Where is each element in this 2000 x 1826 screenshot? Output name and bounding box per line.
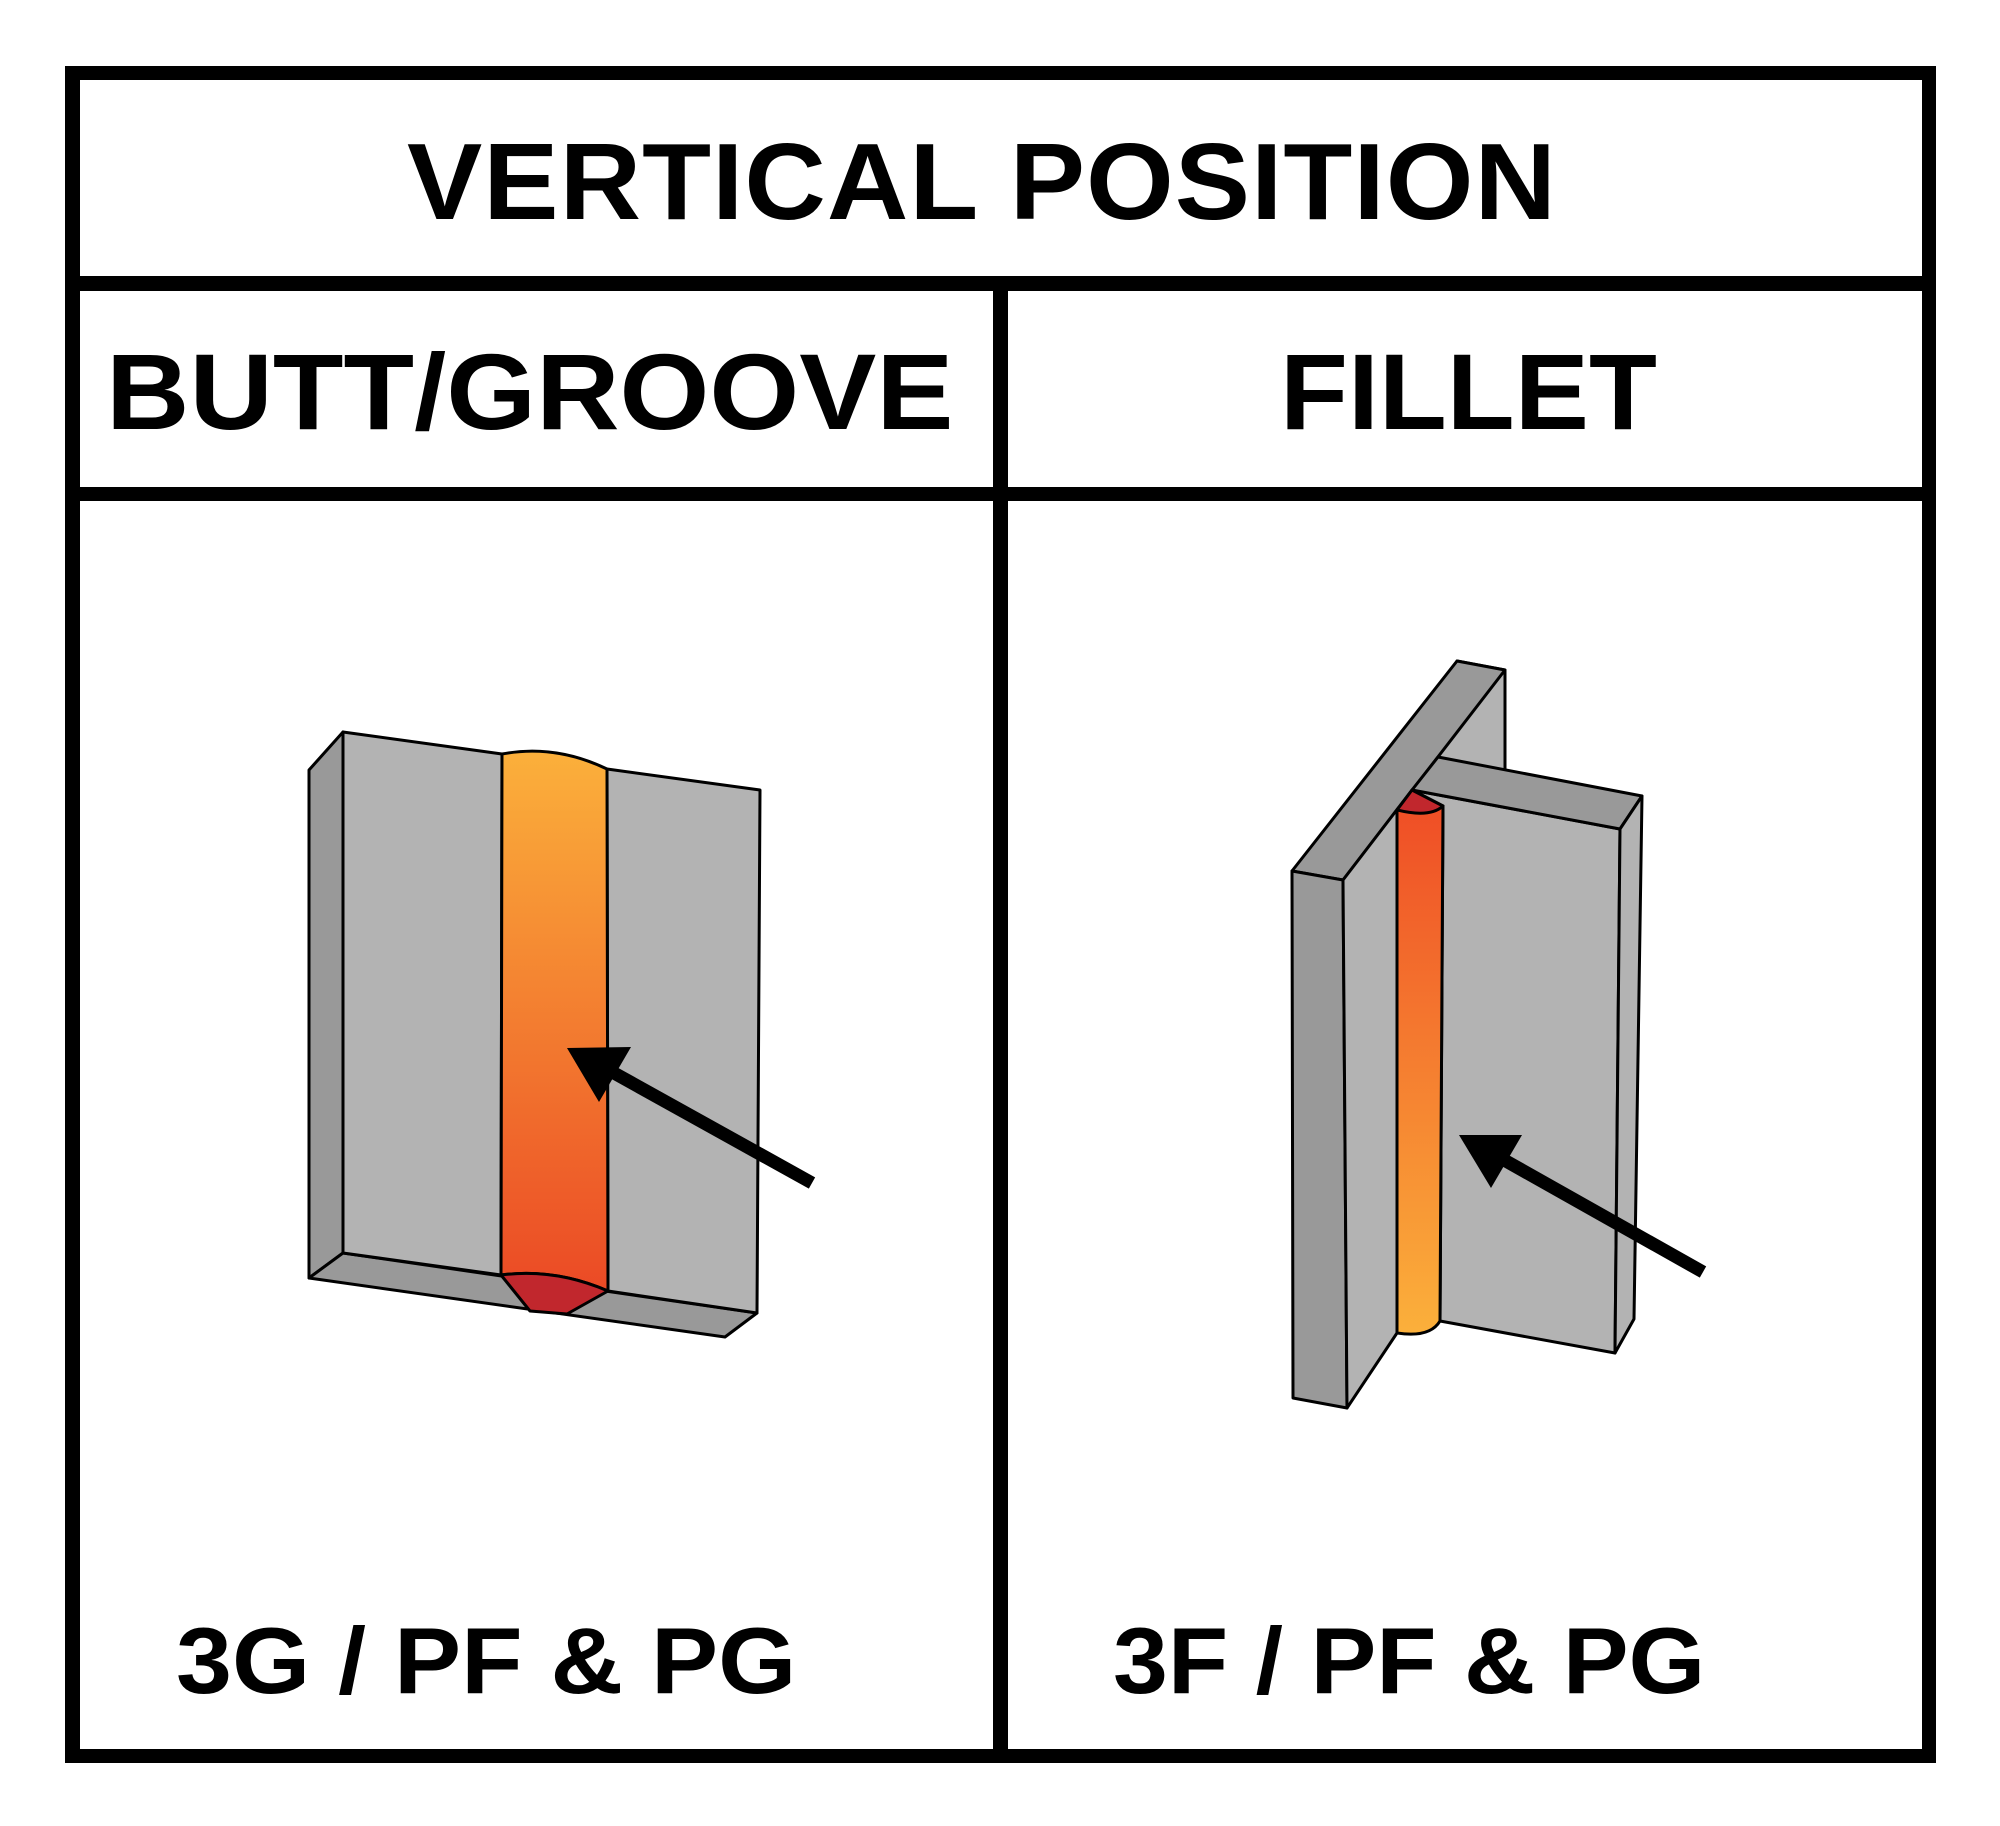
position-code-butt-groove: 3G / PF & PG — [176, 1608, 797, 1713]
plate-left-side-face — [307, 730, 345, 1280]
weld-bead — [499, 749, 610, 1293]
page-title: VERTICAL POSITION — [407, 121, 1558, 243]
fillet-illustration — [1290, 659, 1644, 1410]
position-code-fillet: 3F / PF & PG — [1113, 1608, 1706, 1713]
arrow-icon — [567, 1047, 816, 1189]
butt-groove-illustration — [307, 730, 762, 1339]
frame-top-border — [65, 66, 1936, 80]
flange-plate-side-face — [1613, 794, 1644, 1355]
weld-root-section — [499, 1271, 610, 1316]
web-plate-front-edge — [1290, 869, 1349, 1410]
right-plate-face — [605, 767, 762, 1315]
column-header-fillet: FILLET — [1280, 331, 1657, 452]
column-divider — [993, 276, 1008, 1763]
column-header-butt-groove: BUTT/GROOVE — [106, 331, 954, 452]
left-plate-face — [341, 730, 504, 1277]
arrow-icon — [1459, 1135, 1707, 1278]
weld-root-section — [1395, 788, 1445, 815]
weld-bead — [1395, 804, 1445, 1336]
